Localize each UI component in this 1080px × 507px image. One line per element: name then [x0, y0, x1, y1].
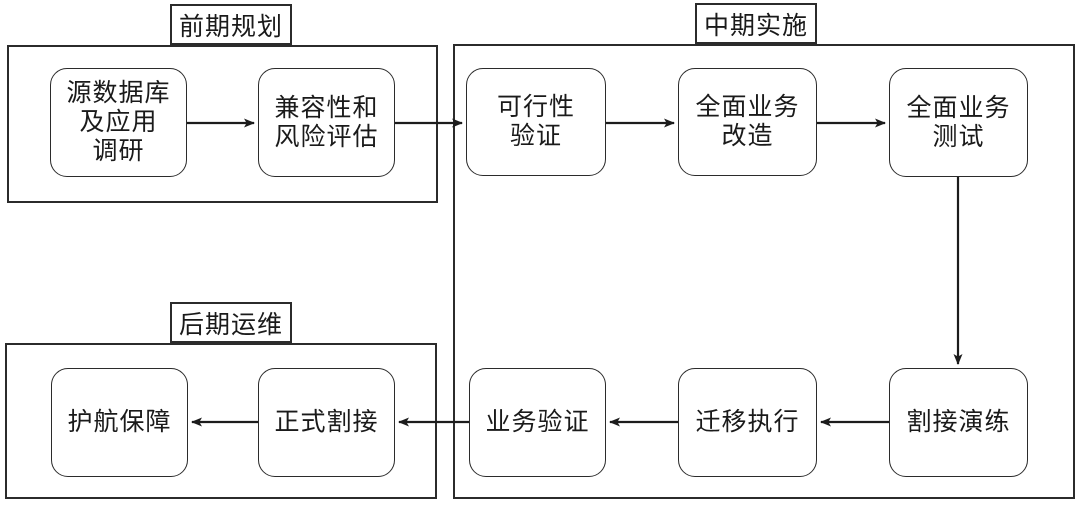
node-full-business-testing: 全面业务 测试 — [889, 68, 1028, 177]
node-escort-guarantee: 护航保障 — [51, 368, 188, 477]
group-label-late-operations: 后期运维 — [170, 302, 292, 343]
group-label-mid-implementation: 中期实施 — [695, 3, 817, 44]
node-cutover-rehearsal: 割接演练 — [889, 368, 1028, 477]
node-compatibility-risk-assessment: 兼容性和 风险评估 — [258, 68, 395, 177]
node-full-business-transformation: 全面业务 改造 — [678, 68, 817, 176]
group-label-early-planning: 前期规划 — [170, 4, 292, 45]
group-mid-implementation — [453, 44, 1075, 499]
node-migration-execution: 迁移执行 — [678, 368, 817, 477]
node-source-db-survey: 源数据库 及应用 调研 — [50, 68, 187, 177]
node-formal-cutover: 正式割接 — [258, 368, 395, 477]
node-business-verification: 业务验证 — [469, 368, 606, 477]
node-feasibility-verification: 可行性 验证 — [466, 68, 606, 176]
